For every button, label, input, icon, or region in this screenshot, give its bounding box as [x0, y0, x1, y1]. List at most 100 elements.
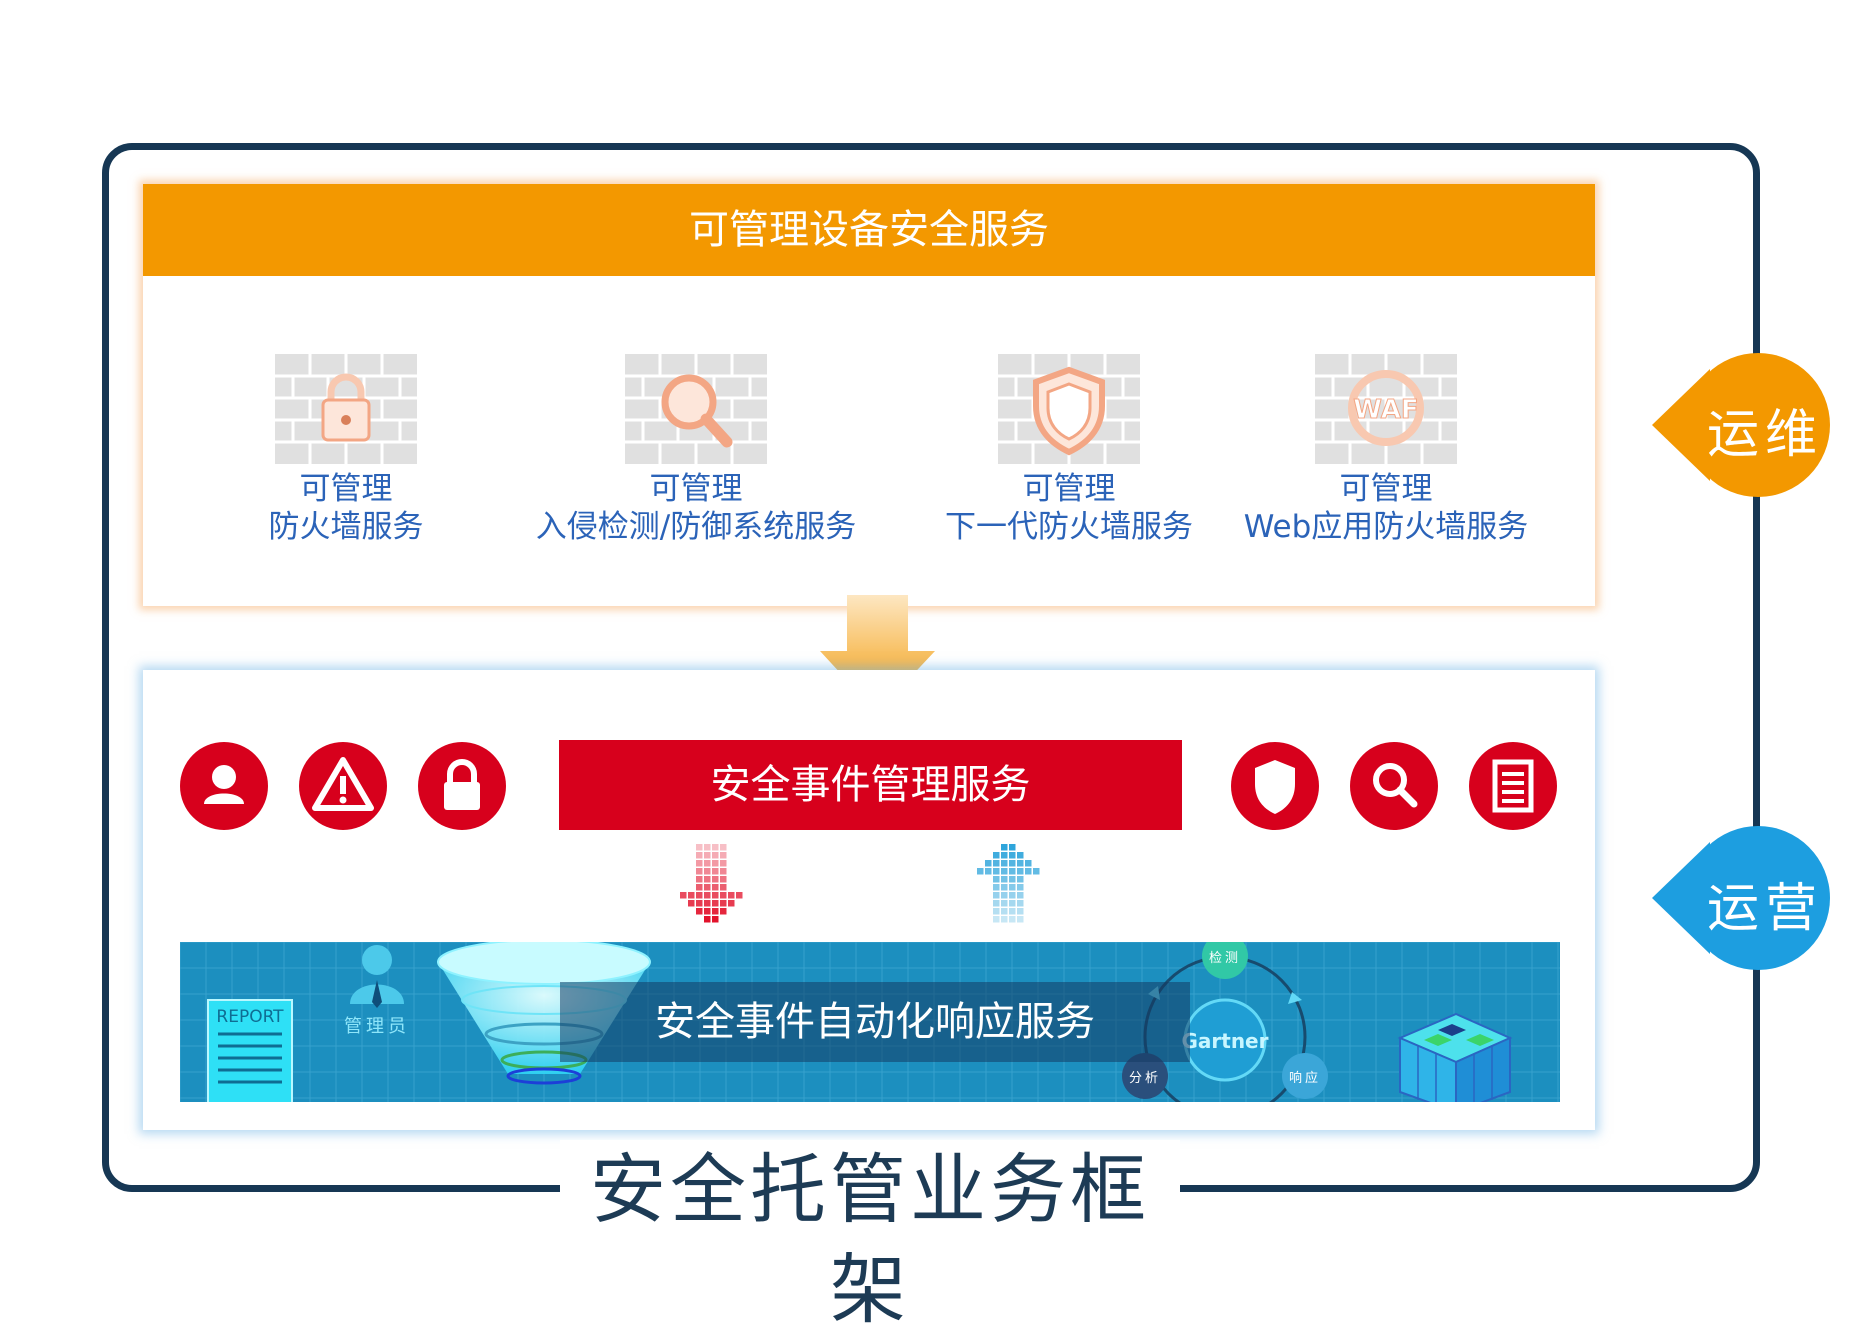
- arrow-pixel: [1009, 900, 1016, 907]
- service-line1: 可管理: [1022, 471, 1116, 507]
- auto-response-band: REPORT 管理员: [180, 942, 1560, 1102]
- arrow-pixel: [712, 900, 719, 907]
- arrow-pixel: [696, 892, 703, 899]
- operation-tag-label: 运营: [1706, 879, 1823, 939]
- arrow-pixel: [1017, 884, 1024, 891]
- arrow-pixel: [696, 908, 703, 915]
- arrow-pixel: [720, 844, 727, 851]
- arrow-pixel: [688, 892, 695, 899]
- arrow-pixel: [993, 884, 1000, 891]
- arrow-pixel: [680, 892, 687, 899]
- arrow-pixel: [993, 892, 1000, 899]
- arrow-pixel: [1017, 900, 1024, 907]
- arrow-pixel: [704, 884, 711, 891]
- waf-icon-text: WAF: [1353, 395, 1418, 425]
- service-line2: 防火墙服务: [268, 509, 424, 545]
- arrow-pixel: [993, 852, 1000, 859]
- arrow-pixel: [696, 900, 703, 907]
- arrow-pixel: [993, 900, 1000, 907]
- warning-icon: [299, 742, 387, 830]
- document-icon: [1469, 742, 1557, 830]
- arrow-pixel: [1001, 892, 1008, 899]
- event-management-title: 安全事件管理服务: [559, 740, 1182, 830]
- arrow-pixel: [696, 884, 703, 891]
- service-card-ngfw: 可管理 下一代防火墙服务: [899, 354, 1239, 546]
- arrow-pixel: [720, 908, 727, 915]
- arrow-pixel: [704, 868, 711, 875]
- data-cube-icon: [1397, 1012, 1513, 1102]
- arrow-pixel: [728, 892, 735, 899]
- arrow-pixel: [720, 884, 727, 891]
- arrow-pixel: [696, 868, 703, 875]
- service-line1: 可管理: [1339, 471, 1433, 507]
- gartner-label: Gartner: [1181, 1029, 1268, 1053]
- arrow-pixel: [1017, 892, 1024, 899]
- shield-icon: [998, 354, 1140, 464]
- arrow-pixel: [720, 900, 727, 907]
- auto-response-title: 安全事件自动化响应服务: [560, 982, 1190, 1062]
- arrow-pixel: [1017, 868, 1024, 875]
- arrow-pixel: [736, 892, 743, 899]
- arrow-pixel: [1017, 916, 1024, 923]
- arrow-pixel: [1001, 900, 1008, 907]
- report-label: REPORT: [216, 1007, 284, 1027]
- arrow-pixel: [993, 916, 1000, 923]
- arrow-pixel: [1001, 852, 1008, 859]
- service-line1: 可管理: [649, 471, 743, 507]
- user-icon: [180, 742, 268, 830]
- arrow-pixel: [712, 876, 719, 883]
- arrow-pixel: [1009, 916, 1016, 923]
- arrow-pixel: [1009, 860, 1016, 867]
- arrow-pixel: [712, 884, 719, 891]
- ops-tag-label: 运维: [1706, 405, 1823, 465]
- arrow-pixel: [712, 844, 719, 851]
- framework-title: 安全托管业务框架: [560, 1140, 1180, 1334]
- lock-icon: [275, 354, 417, 464]
- arrow-pixel: [712, 860, 719, 867]
- arrow-pixel: [1009, 876, 1016, 883]
- arrow-pixel: [720, 892, 727, 899]
- arrow-pixel: [1009, 852, 1016, 859]
- arrow-pixel: [712, 892, 719, 899]
- arrow-pixel: [720, 860, 727, 867]
- arrow-pixel: [704, 892, 711, 899]
- arrow-pixel: [1017, 852, 1024, 859]
- service-line2: 入侵检测/防御系统服务: [535, 509, 857, 545]
- arrow-pixel: [704, 844, 711, 851]
- arrow-pixel: [712, 908, 719, 915]
- magnifier-icon: [625, 354, 767, 464]
- arrow-pixel: [1009, 884, 1016, 891]
- service-line2: 下一代防火墙服务: [945, 509, 1193, 545]
- down-arrow-icon: [820, 595, 935, 713]
- arrow-pixel: [712, 852, 719, 859]
- arrow-pixel: [1009, 892, 1016, 899]
- arrow-pixel: [993, 876, 1000, 883]
- blue-up-arrow-icon: [977, 844, 1040, 923]
- waf-icon: WAF: [1315, 354, 1457, 464]
- arrow-pixel: [720, 852, 727, 859]
- arrow-pixel: [1025, 860, 1032, 867]
- arrow-pixel: [1001, 908, 1008, 915]
- arrow-pixel: [1025, 868, 1032, 875]
- arrow-pixel: [985, 868, 992, 875]
- service-card-waf: WAF 可管理 Web应用防火墙服务: [1216, 354, 1556, 546]
- admin-icon: 管理员: [344, 945, 410, 1037]
- shield-icon: [1231, 742, 1319, 830]
- arrow-pixel: [728, 900, 735, 907]
- operation-tag-badge: [1652, 826, 1830, 970]
- arrow-pixel: [696, 860, 703, 867]
- admin-label: 管理员: [344, 1016, 410, 1037]
- arrow-pixel: [704, 900, 711, 907]
- arrow-pixel: [704, 860, 711, 867]
- cycle-step-detect: 检测: [1209, 951, 1241, 966]
- arrow-pixel: [1001, 916, 1008, 923]
- report-icon: REPORT: [207, 999, 293, 1102]
- arrow-pixel: [977, 868, 984, 875]
- arrow-pixel: [1033, 868, 1040, 875]
- arrow-pixel: [993, 908, 1000, 915]
- service-line1: 可管理: [299, 471, 393, 507]
- arrow-pixel: [704, 916, 711, 923]
- red-down-arrow-icon: [680, 844, 743, 923]
- arrow-pixel: [696, 844, 703, 851]
- arrow-pixel: [688, 900, 695, 907]
